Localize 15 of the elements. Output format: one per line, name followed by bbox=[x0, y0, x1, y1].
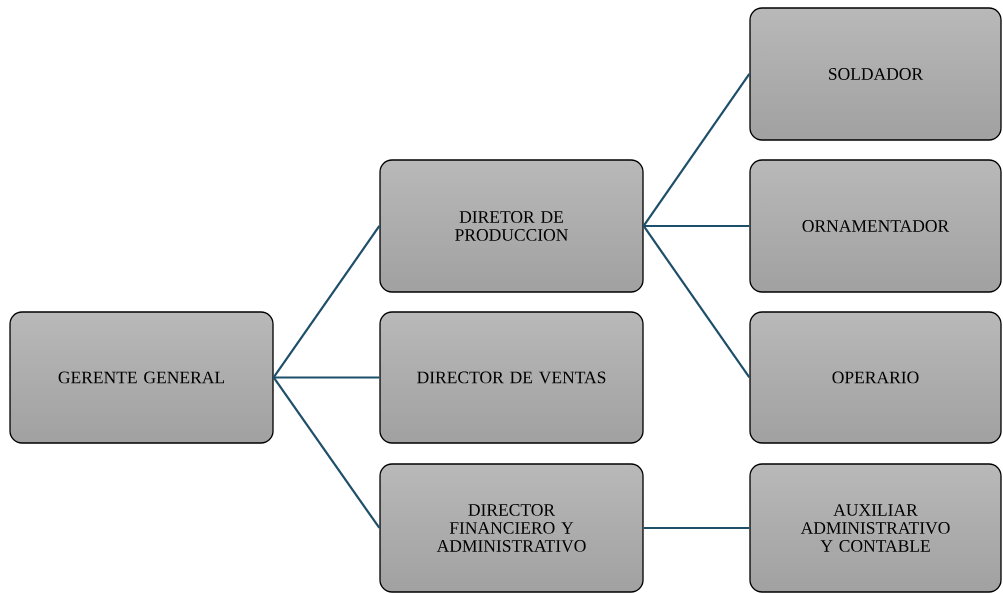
connector-line bbox=[643, 224, 750, 228]
connector-line bbox=[272, 376, 381, 529]
org-box: DIRECTOR FINANCIERO Y ADMINISTRATIVO bbox=[379, 463, 644, 593]
org-box: ORNAMENTADOR bbox=[749, 159, 1002, 293]
connector-line bbox=[643, 526, 750, 530]
org-box: DIRECTOR DE VENTAS bbox=[379, 311, 644, 444]
connector-line bbox=[272, 225, 381, 379]
org-box: DIRETOR DE PRODUCCION bbox=[379, 159, 644, 293]
org-box: GERENTE GENERAL bbox=[9, 311, 274, 444]
connector-line bbox=[642, 225, 751, 379]
connector-line bbox=[642, 73, 751, 227]
org-box: AUXILIAR ADMINISTRATIVO Y CONTABLE bbox=[749, 463, 1002, 593]
org-box: SOLDADOR bbox=[749, 7, 1002, 141]
connector-line bbox=[273, 376, 380, 379]
org-box: OPERARIO bbox=[749, 311, 1002, 444]
